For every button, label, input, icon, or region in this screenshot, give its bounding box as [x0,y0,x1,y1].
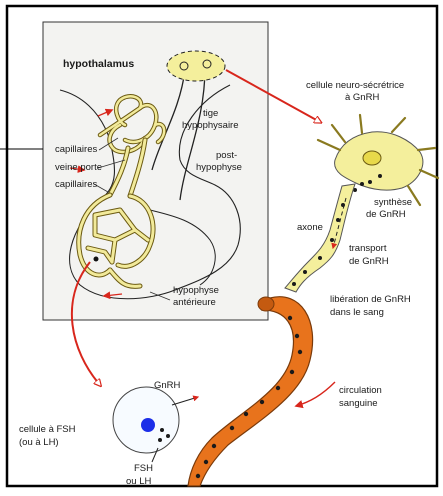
label-transport-line1: transport [349,243,387,254]
label-neuro-line1: cellule neuro-sécrétrice [306,80,404,91]
label-synthese-line1: synthèse [374,197,412,208]
label-fsh-cell-line1: cellule à FSH [19,424,76,435]
label-fsh-line2: ou LH [126,476,151,487]
label-post-line1: post- [216,150,237,161]
label-liberation-line1: libération de GnRH [330,294,411,305]
label-fsh-line1: FSH [134,463,153,474]
label-capillaires-top: capillaires [55,144,97,155]
label-neuro-line2: à GnRH [345,92,379,103]
hormone-dot [94,257,99,262]
label-anterieure-line2: antérieure [173,297,216,308]
label-axone: axone [297,222,323,233]
vessel-opening [258,297,274,311]
fsh-cell-nucleus [141,418,155,432]
label-circulation-line2: sanguine [339,398,378,409]
label-veine-porte: veine porte [55,162,102,173]
label-capillaires-bottom: capillaires [55,179,97,190]
label-gnrh: GnRH [154,380,181,391]
label-tige-line2: hypophysaire [182,120,239,131]
label-post-line2: hypophyse [196,162,242,173]
hypothalamus-neurons-oval [167,51,225,81]
label-tige-line1: tige [203,108,218,119]
label-liberation-line2: dans le sang [330,307,384,318]
label-synthese-line2: de GnRH [366,209,406,220]
label-transport-line2: de GnRH [349,256,389,267]
label-anterieure-line1: hypophyse [173,285,219,296]
neuron-nucleus [363,151,381,165]
label-circulation-line1: circulation [339,385,382,396]
label-hypothalamus: hypothalamus [63,58,134,70]
label-fsh-cell-line2: (ou à LH) [19,437,59,448]
